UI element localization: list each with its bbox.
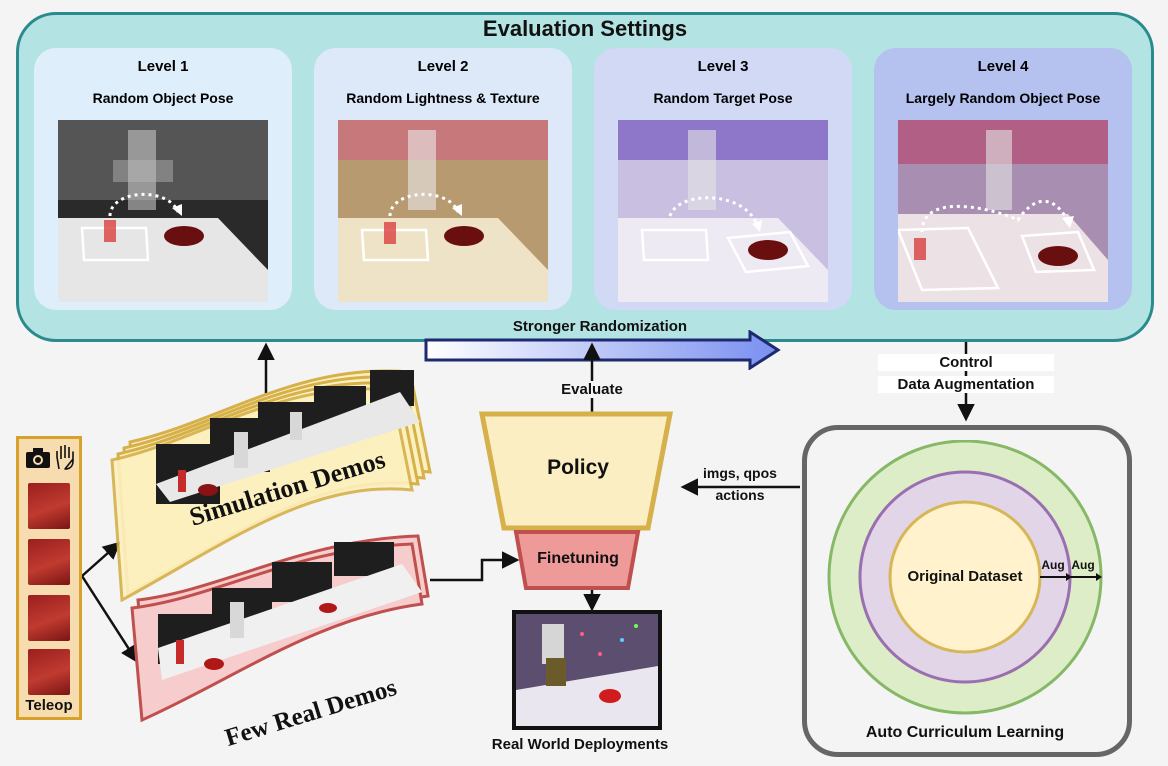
level-1-subtitle: Random Object Pose	[92, 90, 234, 106]
level-4-subtitle: Largely Random Object Pose	[905, 90, 1101, 106]
level-2-subtitle: Random Lightness & Texture	[346, 90, 540, 106]
level-3-scene-image	[618, 120, 828, 302]
augmentation-line-1: Control	[878, 354, 1054, 371]
policy-label: Policy	[547, 456, 609, 479]
level-3-subtitle: Random Target Pose	[653, 90, 793, 106]
level-2-card: Level 2 Random Lightness & Texture	[314, 48, 572, 310]
level-4-card: Level 4 Largely Random Object Pose	[874, 48, 1132, 310]
level-4-scene-image	[898, 120, 1108, 302]
imgs-qpos-label: imgs, qpos	[703, 465, 777, 481]
actions-label: actions	[715, 487, 765, 503]
teleop-panel: Teleop	[16, 436, 82, 720]
level-3-card: Level 3 Random Target Pose	[594, 48, 852, 310]
real-world-deployments-label: Real World Deployments	[491, 736, 669, 753]
level-1-title: Level 1	[137, 58, 189, 75]
teleop-photo-2	[28, 539, 70, 585]
level-3-title: Level 3	[697, 58, 749, 75]
level-4-title: Level 4	[977, 58, 1029, 75]
level-2-title: Level 2	[417, 58, 469, 75]
teleop-photo-4	[28, 649, 70, 695]
level-2-scene-image	[338, 120, 548, 302]
real-world-deployment-image	[512, 610, 662, 730]
evaluate-label: Evaluate	[552, 381, 632, 398]
auto-curriculum-learning-label: Auto Curriculum Learning	[865, 724, 1065, 741]
finetuning-label: Finetuning	[537, 550, 619, 567]
teleop-photo-3	[28, 595, 70, 641]
stronger-randomization-label: Stronger Randomization	[512, 318, 688, 335]
hand-icon	[56, 445, 74, 470]
few-real-demos-stack	[130, 534, 430, 723]
augmentation-line-2: Data Augmentation	[878, 376, 1054, 393]
evaluation-settings-title: Evaluation Settings	[482, 16, 688, 41]
stronger-randomization-arrow	[424, 330, 781, 370]
level-1-scene-image	[58, 120, 268, 302]
level-1-card: Level 1 Random Object Pose	[34, 48, 292, 310]
simulation-demos-stack	[110, 369, 432, 602]
policy-funnel	[478, 411, 674, 590]
aug-label-2: Aug	[1071, 558, 1095, 572]
camera-icon	[26, 448, 50, 468]
curriculum-rings	[827, 440, 1103, 715]
original-dataset-label: Original Dataset	[907, 568, 1023, 585]
teleop-label: Teleop	[25, 697, 73, 714]
teleop-photo-1	[28, 483, 70, 529]
aug-label-1: Aug	[1041, 558, 1065, 572]
